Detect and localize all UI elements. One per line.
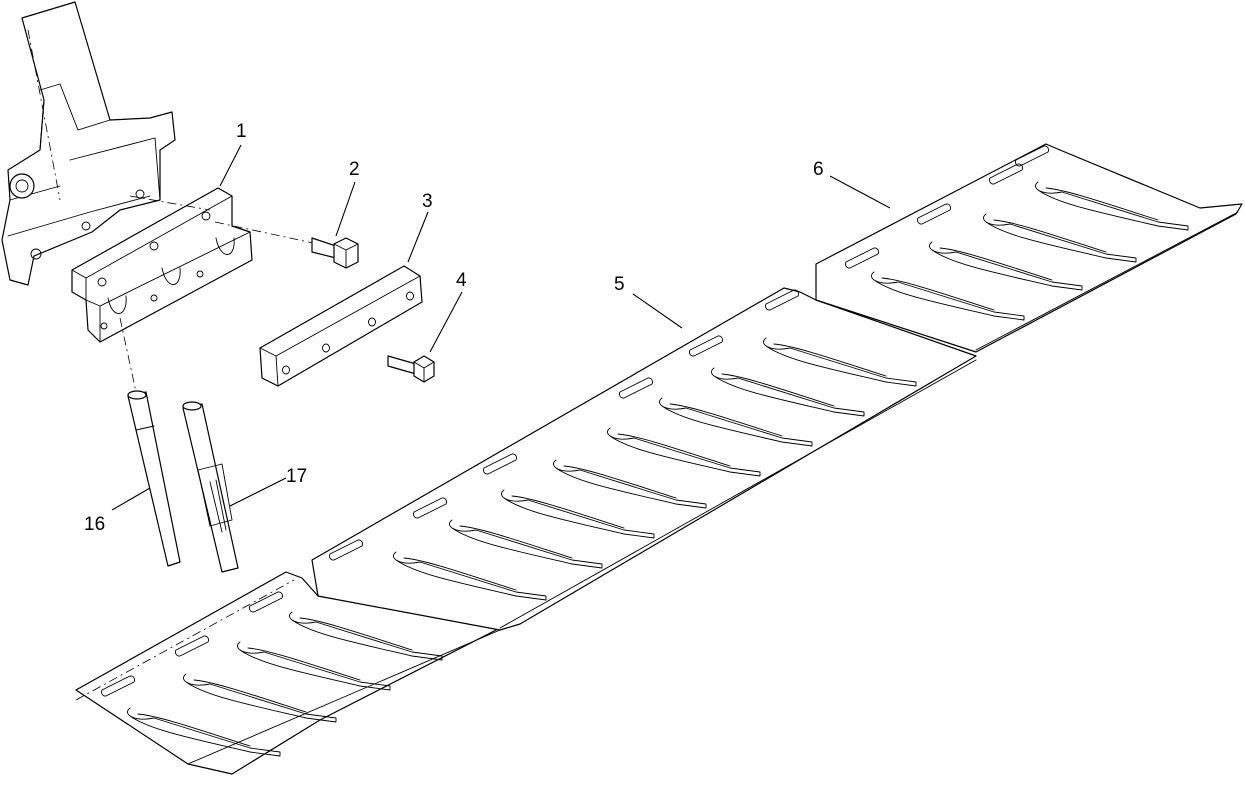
knife-finger xyxy=(763,337,917,387)
knife-finger-inner xyxy=(511,495,625,529)
callout-17: 17 xyxy=(286,466,307,487)
arm-bracket xyxy=(1,1,176,286)
leader-lines xyxy=(111,144,891,511)
knife-finger-inner xyxy=(247,647,361,681)
knife-slot xyxy=(101,675,135,697)
part-16-pin xyxy=(119,317,181,567)
knife-finger-inner xyxy=(137,713,251,747)
knife-finger-inner xyxy=(563,465,677,499)
leader-4 xyxy=(429,291,463,353)
knife-slot xyxy=(689,335,723,357)
callout-5: 5 xyxy=(614,274,625,295)
knife-finger-inner xyxy=(881,277,995,311)
leader-3 xyxy=(407,211,429,263)
knife-finger xyxy=(449,519,603,569)
knife-finger-inner xyxy=(939,247,1053,281)
leader-17 xyxy=(229,477,287,507)
callout-16: 16 xyxy=(84,514,105,535)
knife-finger-inner xyxy=(669,403,783,437)
knife-finger-inner xyxy=(1045,187,1159,221)
callout-4: 4 xyxy=(456,270,467,291)
knife-finger-inner xyxy=(403,557,517,591)
knife-finger-inner xyxy=(773,343,887,377)
knife-finger xyxy=(659,397,813,447)
leader-6 xyxy=(829,175,891,209)
callout-1: 1 xyxy=(236,121,247,142)
knife-slot xyxy=(175,635,209,657)
knife-assembly xyxy=(75,143,1243,775)
knife-slot xyxy=(249,591,283,613)
callout-labels: 1 2 3 4 5 6 16 17 xyxy=(84,121,824,535)
callout-3: 3 xyxy=(422,191,433,212)
knife-finger xyxy=(983,213,1137,263)
callout-2: 2 xyxy=(349,159,360,180)
knife-finger-inner xyxy=(299,617,413,651)
knife-finger xyxy=(237,641,391,691)
knife-finger-inner xyxy=(721,373,835,407)
knife-slot xyxy=(619,377,653,399)
knife-finger xyxy=(929,241,1083,291)
callout-6: 6 xyxy=(813,159,824,180)
knife-slot xyxy=(1015,145,1049,167)
leader-5 xyxy=(632,293,683,329)
knife-slot xyxy=(483,453,517,475)
knife-slot xyxy=(917,203,951,225)
knife-finger xyxy=(393,551,547,601)
part-3-plate xyxy=(259,265,423,387)
knife-finger xyxy=(553,459,707,509)
knife-slot xyxy=(989,163,1023,185)
knife-finger xyxy=(127,707,281,757)
knife-finger-inner xyxy=(993,219,1107,253)
knife-finger xyxy=(183,673,337,723)
knife-finger xyxy=(501,489,655,539)
knife-slot xyxy=(413,497,447,519)
knife-finger xyxy=(711,367,865,417)
part-1-bar xyxy=(71,187,319,343)
leader-2 xyxy=(335,181,356,237)
knife-finger-inner xyxy=(193,679,307,713)
part-2-bolt xyxy=(311,237,359,269)
knife-finger xyxy=(871,271,1025,321)
leader-16 xyxy=(111,487,151,511)
knife-slot xyxy=(845,247,879,269)
knife-slot xyxy=(329,539,363,561)
knife-slot xyxy=(765,289,799,311)
knife-finger-inner xyxy=(617,433,731,467)
leader-1 xyxy=(219,144,242,187)
part-17-pin xyxy=(182,401,239,573)
part-4-bolt xyxy=(387,355,435,383)
knife-finger xyxy=(607,427,761,477)
knife-finger xyxy=(1035,181,1189,231)
knife-finger-inner xyxy=(459,525,573,559)
knife-finger xyxy=(289,611,443,661)
